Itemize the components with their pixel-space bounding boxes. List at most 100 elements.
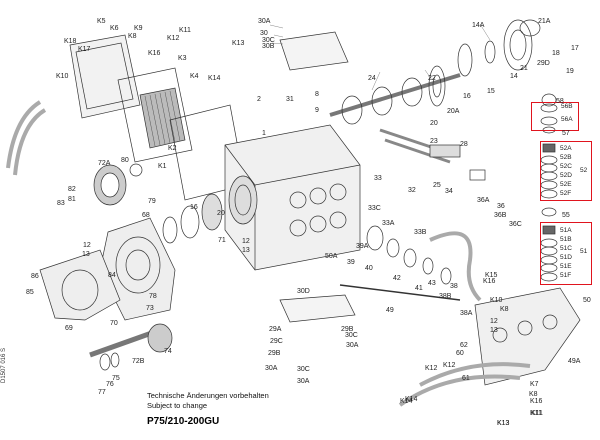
part-callout: 30A <box>265 365 278 372</box>
part-callout: 30C <box>262 37 275 44</box>
part-callout: 42 <box>393 275 401 282</box>
part-callout: 36A <box>477 197 490 204</box>
part-label-51C: 51C <box>560 245 572 252</box>
part-callout: 30B <box>262 43 275 50</box>
part-callout: K13 <box>497 420 510 427</box>
part-callout: K10 <box>56 73 69 80</box>
part-callout: 30C <box>297 366 310 373</box>
part-callout: 55 <box>562 212 570 219</box>
part-callout: 14 <box>510 73 518 80</box>
part-callout: 38 <box>450 283 458 290</box>
part-callout: 2 <box>257 96 261 103</box>
part-callout: 12 <box>83 242 91 249</box>
document-id: D1507 016 S <box>1 347 7 383</box>
part-label-51F: 51F <box>560 272 572 279</box>
part-callout: 8 <box>315 91 319 98</box>
part-callout: 39 <box>347 259 355 266</box>
part-callout: 29B <box>268 350 281 357</box>
part-callout: 29B <box>341 326 354 333</box>
part-callout: 78 <box>149 293 157 300</box>
part-callout: 85 <box>26 289 34 296</box>
part-callout: 20 <box>217 210 225 217</box>
highlight-frame-56 <box>531 102 579 131</box>
part-callout: 29A <box>269 326 282 333</box>
part-callout: 19 <box>566 68 574 75</box>
part-callout: 20 <box>430 120 438 127</box>
part-label-52E: 52E <box>560 181 572 188</box>
part-callout: 36 <box>497 203 505 210</box>
part-callout: 77 <box>98 389 106 396</box>
part-callout: 30A <box>258 18 271 25</box>
group-label-52: 52 <box>580 167 588 174</box>
part-callout: K13 <box>232 40 245 47</box>
part-callout: 30A <box>297 378 310 385</box>
part-callout: 30C <box>345 332 358 339</box>
part-callout: K7 <box>530 381 539 388</box>
part-callout: 32 <box>408 187 416 194</box>
part-callout: K4 <box>190 73 199 80</box>
part-callout: 72B <box>132 358 145 365</box>
part-callout: 57 <box>562 130 570 137</box>
part-callout: 12 <box>242 238 250 245</box>
part-callout: 23 <box>430 138 438 145</box>
part-callout: 74 <box>164 348 172 355</box>
part-callout: 82 <box>68 186 76 193</box>
part-callout: 49A <box>568 358 581 365</box>
part-callout: 33 <box>374 175 382 182</box>
part-callout: 29D <box>537 60 550 67</box>
part-callout: 9 <box>315 107 319 114</box>
part-callout: K8 <box>529 391 538 398</box>
part-callout: K8 <box>500 306 509 313</box>
part-label-56A: 56A <box>561 116 573 123</box>
part-label-52B: 52B <box>560 154 572 161</box>
part-callout: 68 <box>142 212 150 219</box>
part-callout: 38A <box>460 310 473 317</box>
part-callout: K17 <box>78 46 91 53</box>
note-english: Subject to change <box>147 401 208 410</box>
part-callout: 24 <box>368 75 376 82</box>
part-callout: 16 <box>190 204 198 211</box>
part-callout: 36B <box>494 212 507 219</box>
part-callout: 75 <box>112 375 120 382</box>
part-callout: 50A <box>325 253 338 260</box>
part-callout: 21 <box>520 65 528 72</box>
part-callout: 73 <box>146 305 154 312</box>
part-callout: 84 <box>108 272 116 279</box>
part-callout: K5 <box>97 18 106 25</box>
part-callout: 61 <box>462 375 470 382</box>
part-callout: K9 <box>134 25 143 32</box>
part-callout: 22 <box>428 75 436 82</box>
part-callout: 36C <box>509 221 522 228</box>
highlight-frame-52 <box>540 141 592 201</box>
part-callout: K16 <box>483 278 496 285</box>
part-callout: 83 <box>57 200 65 207</box>
part-callout: K3 <box>178 55 187 62</box>
part-callout: 62 <box>460 342 468 349</box>
part-callout: K12 <box>425 365 438 372</box>
part-label-52F: 52F <box>560 190 572 197</box>
model-title: P75/210-200GU <box>147 416 220 427</box>
part-callout: 80 <box>121 157 129 164</box>
part-callout: 28 <box>460 141 468 148</box>
part-label-51A: 51A <box>560 227 572 234</box>
part-callout: K2 <box>168 145 177 152</box>
part-callout: 41 <box>415 285 423 292</box>
part-callout: K11 <box>531 410 543 417</box>
part-callout: 13 <box>242 247 250 254</box>
part-callout: K14 <box>405 396 418 403</box>
part-callout: 21A <box>538 18 551 25</box>
part-callout: K10 <box>490 297 503 304</box>
part-callout: 17 <box>571 45 579 52</box>
part-callout: K13 <box>497 420 510 427</box>
part-callout: 25 <box>433 182 441 189</box>
part-callout: K14 <box>400 398 413 405</box>
part-label-51B: 51B <box>560 236 572 243</box>
part-callout: K12 <box>443 362 456 369</box>
part-callout: 30D <box>297 288 310 295</box>
part-callout: 34 <box>445 188 453 195</box>
part-callout: K16 <box>530 398 543 405</box>
part-callout: K8 <box>128 33 137 40</box>
part-callout: 38B <box>439 293 452 300</box>
part-label-56B: 56B <box>561 103 573 110</box>
